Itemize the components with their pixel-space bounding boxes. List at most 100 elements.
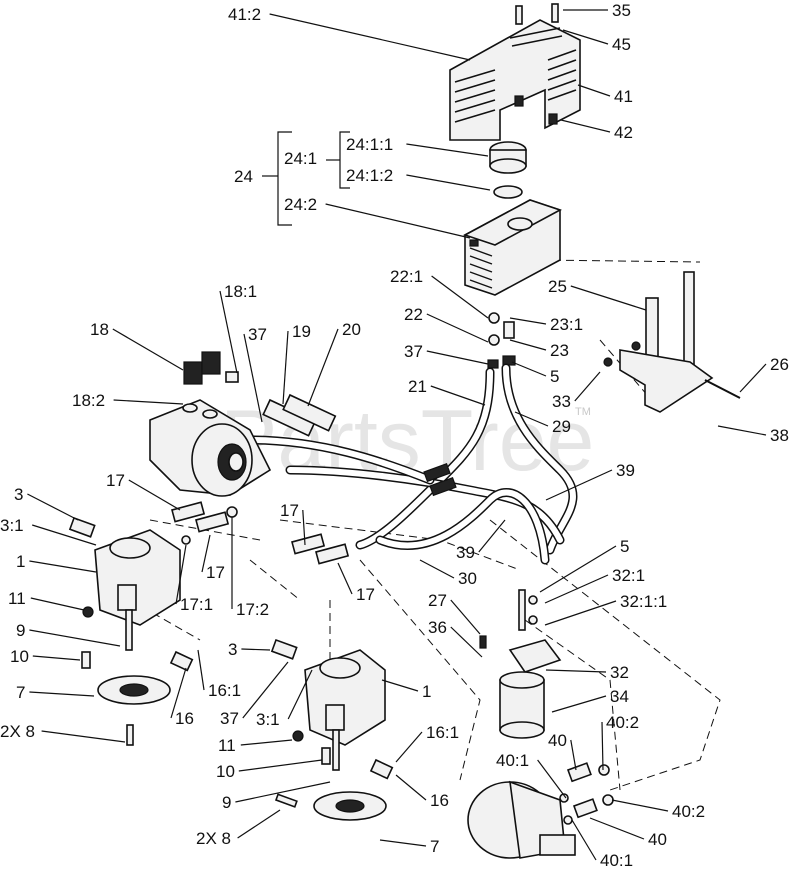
callout-leader-c-19 [282,330,289,405]
callout-label-c-45: 45 [612,35,631,54]
drive-motor-lower [467,762,614,859]
callout-leader-c-32 [545,669,607,673]
callout-label-c-1a: 1 [16,552,25,571]
callout-leader-c-26 [739,363,767,393]
callout-leader-c-25 [570,285,647,311]
callout-leader-c-32-1-1 [544,600,617,626]
callout-label-c-33: 33 [552,392,571,411]
callout-leader-c-18 [112,328,184,371]
callout-leader-c-24-1-2 [406,174,491,191]
callout-label-c-24-1: 24:1 [284,149,317,168]
callout-leader-c-41-2 [269,13,471,61]
callout-label-c-10b: 10 [216,762,235,781]
callout-leader-c-2x8a [41,730,126,743]
callout-leader-c-3b [241,648,271,651]
callout-leader-c-10b [238,759,323,772]
callout-label-c-18: 18 [90,320,109,339]
callout-leader-c-17c [201,534,211,573]
callout-label-c-5a: 5 [550,367,559,386]
reservoir-fittings [487,312,516,369]
callout-leader-c-41 [577,84,611,97]
callout-leader-c-29 [514,411,549,427]
callout-label-c-25: 25 [548,277,567,296]
callout-leader-c-37b [426,350,489,365]
callout-label-c-18-2: 18:2 [72,391,105,410]
callout-label-c-3b: 3 [228,640,237,659]
callout-leader-c-17b [302,509,306,546]
callout-leader-c-16b [395,774,427,801]
callout-label-c-10a: 10 [10,647,29,666]
callout-leader-c-40-2b [611,799,669,812]
callout-label-c-3a: 3 [14,485,23,504]
callout-leader-c-34 [551,695,607,713]
callout-label-c-24-1-2: 24:1:2 [346,166,393,185]
callout-leader-c-16-1b [395,731,423,763]
callout-leader-c-7b [379,839,427,847]
callout-label-c-37b: 37 [404,342,423,361]
callout-label-c-24-2: 24:2 [284,195,317,214]
callout-leader-c-40-2a [601,721,604,771]
fittings-row-17 [171,463,457,565]
hydraulic-filter [479,589,562,739]
callout-leader-c-39b [478,519,506,553]
callout-label-c-39b: 39 [456,543,475,562]
callout-leader-c-40b [589,817,645,840]
callout-label-c-38: 38 [770,426,789,445]
callout-label-c-11a: 11 [8,589,26,608]
callout-leader-c-40-1a [537,759,567,799]
hydraulic-hoses [245,363,578,565]
hydraulic-pump-right [270,638,394,821]
callout-label-c-29: 29 [552,417,571,436]
callout-label-c-36: 36 [428,618,447,637]
callout-leader-c-17a [128,479,181,511]
callout-leader-c-24-1-1 [406,143,489,157]
callout-label-c-16a: 16 [175,709,194,728]
callout-label-c-17-2: 17:2 [236,600,269,619]
callout-label-c-40-1a: 40:1 [496,751,529,770]
callout-leader-c-5a [511,361,547,377]
callout-leader-c-5b [539,545,617,593]
callout-leader-c-11b [240,739,293,746]
callout-leader-c-27 [450,599,481,635]
reservoir-cover [449,3,581,141]
callout-label-c-30: 30 [458,569,477,588]
callout-leader-c-33 [574,371,601,402]
hydraulic-pump-left [68,516,194,746]
callout-label-c-40-2b: 40:2 [672,802,705,821]
callout-label-c-37c: 37 [220,709,239,728]
callout-label-c-7a: 7 [16,683,25,702]
callout-label-c-17d: 17 [356,585,375,604]
callout-leader-c-24-2 [325,203,471,239]
callout-leader-c-17-1 [175,544,187,605]
callout-label-c-17a: 17 [106,471,125,490]
callout-label-c-16-1a: 16:1 [208,681,241,700]
callout-leader-c-16a [170,667,187,719]
callout-label-c-3-1a: 3:1 [0,516,24,535]
callout-leader-c-16-1a [197,649,205,691]
callout-leader-c-22 [426,313,489,343]
callout-leader-c-1a [29,560,97,573]
callout-leader-c-21 [430,385,486,406]
callout-leader-c-18-1 [219,290,238,374]
callout-label-c-18-1: 18:1 [224,282,257,301]
callout-label-c-16-1b: 16:1 [426,723,459,742]
callout-leader-c-42 [560,119,611,133]
callout-leader-c-9b [235,781,331,803]
callout-leader-c-23 [509,339,547,351]
callout-leader-c-39a [545,469,613,501]
callout-label-c-40b: 40 [648,830,667,849]
callout-leader-c-38 [717,425,767,436]
callout-label-c-11b: 11 [218,736,236,755]
callout-leader-c-1b [381,679,419,692]
callout-label-c-23: 23 [550,341,569,360]
trademark-mark: TM [575,406,591,418]
callout-label-c-1b: 1 [422,682,431,701]
mounting-bracket [603,271,741,413]
callout-label-c-17c: 17 [206,563,225,582]
callout-label-c-40-1b: 40:1 [600,851,633,870]
callout-label-c-9b: 9 [222,793,231,812]
callout-label-c-32-1-1: 32:1:1 [620,592,667,611]
callout-label-c-24-1-1: 24:1:1 [346,135,393,154]
callout-label-c-16b: 16 [430,791,449,810]
